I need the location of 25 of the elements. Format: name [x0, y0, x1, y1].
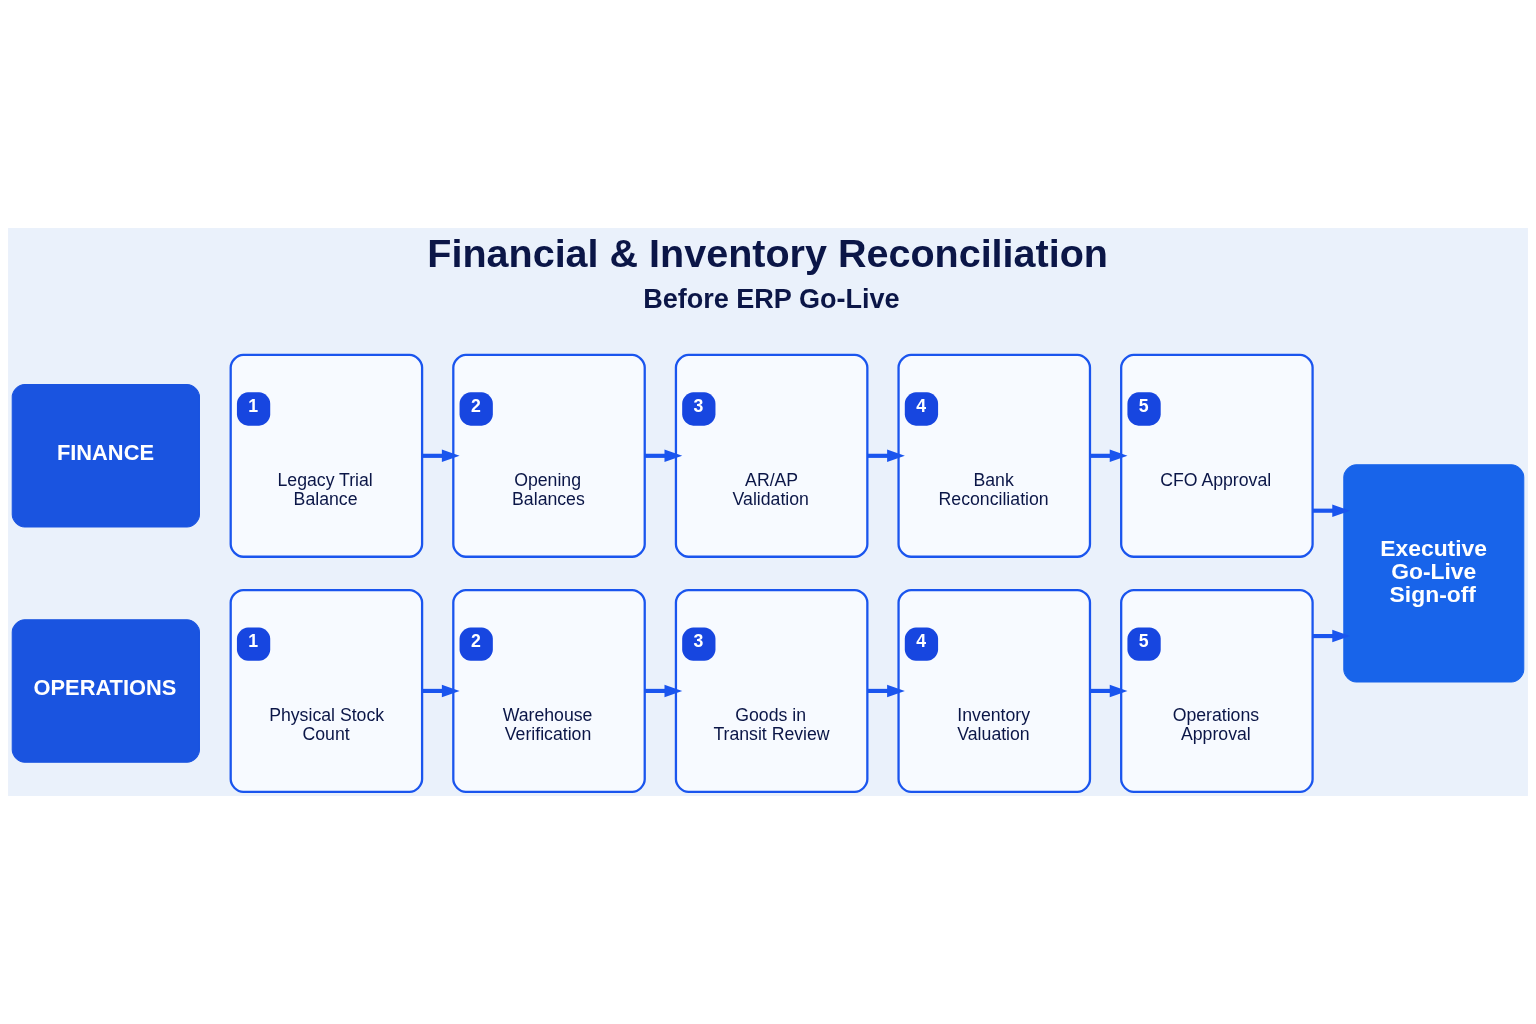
arrow [867, 449, 905, 463]
node-box: 5 CFO Approval [1120, 353, 1314, 558]
arrow [645, 449, 683, 463]
node-box: FINANCE [11, 384, 200, 528]
arrow [1090, 449, 1128, 463]
arrow [645, 684, 683, 698]
arrow [422, 449, 460, 463]
node-box: 3 AR/AP Validation [674, 353, 869, 558]
node-box: 3 Goods in Transit Review [674, 588, 869, 793]
node-box: 4 Bank Reconciliation [897, 353, 1092, 558]
label: Before ERP Go-Live [643, 284, 900, 315]
node-box: 2 Opening Balances [452, 353, 646, 558]
node-box: 2 Warehouse Verification [452, 588, 646, 793]
node-box: 5 Operations Approval [1120, 588, 1314, 793]
node-box: Executive Go-Live Sign-off [1343, 464, 1525, 683]
arrow [1090, 684, 1128, 698]
arrow [867, 684, 905, 698]
arrow [1312, 504, 1350, 517]
arrow [1312, 629, 1350, 643]
node-box: OPERATIONS [11, 619, 200, 763]
arrow [422, 684, 460, 698]
diagram-title: Financial & Inventory Reconciliation [427, 230, 1108, 275]
node-box: 4 Inventory Valuation [897, 588, 1092, 793]
node-box: 1 Legacy Trial Balance [229, 353, 424, 558]
node-box: 1 Physical Stock Count [229, 588, 424, 793]
